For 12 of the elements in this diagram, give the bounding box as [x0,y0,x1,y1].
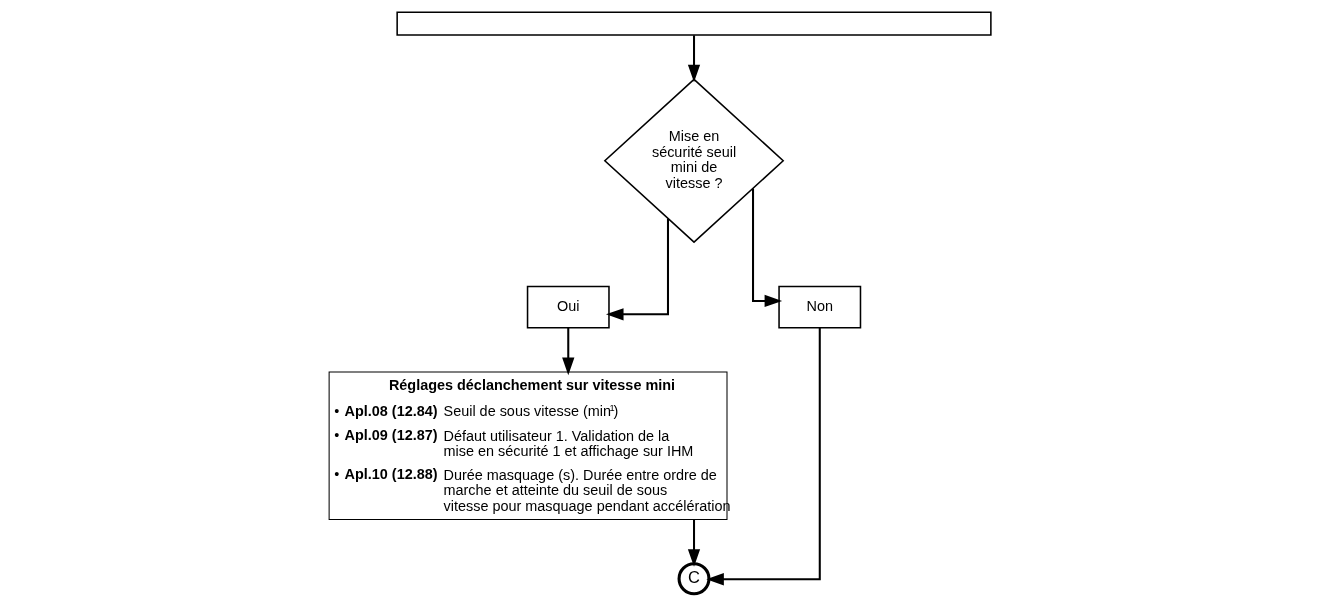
node-diamond: Mise en sécurité seuil mini de vitesse ? [603,78,785,244]
node-circle: C [677,562,711,596]
arrow [752,188,783,308]
arrow [706,328,821,586]
arrow [606,218,669,321]
arrow [687,35,701,83]
arrow [562,327,575,376]
node-box: Réglages déclanchement sur vitesse mini • Apl.08 (12.84) Seuil de sous vitesse (min$^{-1}$) • Apl.09 (12.87) Défaut utilisateur 1. Validation de la mise en sécurité 1 et affichage sur IHM • Apl.10 (12.88) Durée masquage (s). Durée entre ordre de marche et atteinte du seuil de sous vitesse pour masquage pendant accélération [328,371,728,520]
node-box [396,11,992,36]
node-box: Oui [526,285,610,329]
node-box: Non [778,285,862,329]
arrow [687,519,701,567]
